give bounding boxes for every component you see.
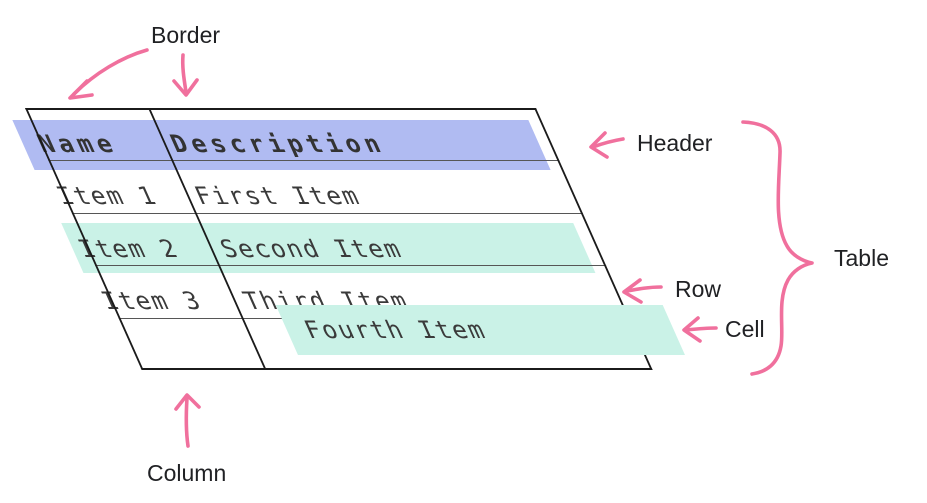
cell-arrow <box>684 326 718 332</box>
header-underline <box>48 160 560 161</box>
column-label: Column <box>147 460 227 486</box>
border-label: Border <box>151 22 221 48</box>
cell-row2-description: Second Item <box>215 235 407 263</box>
row-arrow-head <box>622 278 643 304</box>
table-label: Table <box>834 245 889 271</box>
row-divider-2 <box>94 265 607 266</box>
border-arrow-down <box>180 53 188 94</box>
column-arrow <box>184 396 190 448</box>
header-label: Header <box>637 130 713 156</box>
border-arrow-down-head <box>172 78 199 97</box>
table-border-bottom <box>140 367 653 370</box>
cell-row4-description: Fourth Item <box>299 316 491 344</box>
table-brace <box>741 120 814 376</box>
table-border-top <box>25 108 537 110</box>
header-arrow <box>591 137 625 149</box>
row-label: Row <box>675 276 722 302</box>
row-arrow <box>625 285 663 293</box>
border-arrow-diagonal <box>72 48 149 96</box>
column-arrow-head <box>174 393 201 411</box>
cell-row1-description: First Item <box>189 182 365 210</box>
row-divider-1 <box>71 213 584 214</box>
cell-row3-name: Item 3 <box>96 287 207 315</box>
border-arrow-diagonal-head <box>68 79 94 100</box>
cell-label: Cell <box>725 316 765 342</box>
cell-arrow-head <box>682 316 702 343</box>
header-arrow-head <box>589 131 609 159</box>
cell-row2-name: Item 2 <box>73 235 184 263</box>
header-cell-description: Description <box>165 130 391 158</box>
